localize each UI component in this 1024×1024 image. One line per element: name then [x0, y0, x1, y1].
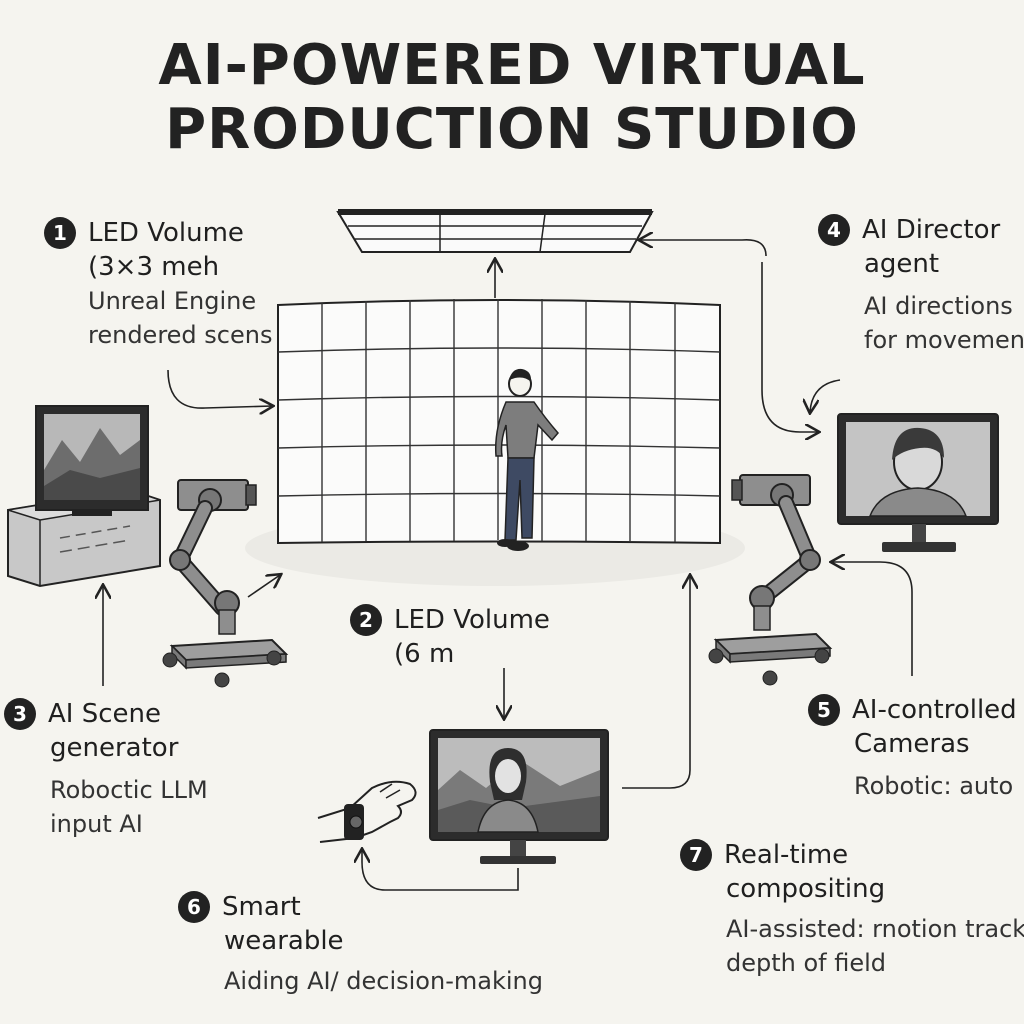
callout-5-desc-1: Robotic: auto: [854, 772, 1014, 800]
callout-7-desc-1: AI-assisted: rnotion track,: [726, 915, 1024, 943]
compositing-monitor-icon: [429, 729, 609, 864]
callout-7-heading-2: compositing: [726, 874, 886, 904]
step-badge-3: 3: [4, 698, 36, 730]
callout-3-desc-2: input AI: [50, 810, 143, 838]
callout-4-heading: AI Director: [862, 215, 1001, 245]
callout-4-heading-2: agent: [864, 249, 940, 279]
callout-ai-director-agent: 4 AI Director agent AI directions for mov…: [818, 213, 1024, 357]
actor-figure-icon: [494, 368, 559, 551]
callout-smart-wearable: 6 Smart wearable Aiding AI/ decision-maki…: [178, 890, 543, 998]
scene-monitor-icon: [7, 405, 161, 588]
robotic-camera-icon: [162, 479, 289, 688]
callout-1-desc-1: Unreal Engine: [88, 287, 257, 315]
callout-5-heading-2: Cameras: [854, 729, 970, 759]
diagram-title-line-1: AI-POWERED VIRTUAL: [158, 33, 866, 98]
callout-6-heading: Smart: [222, 892, 301, 922]
director-monitor-icon: [837, 413, 999, 552]
connector-arrows: [103, 240, 913, 891]
callout-3-heading-2: generator: [50, 733, 179, 763]
callout-3-desc-1: Roboctic LLM: [50, 776, 208, 804]
ceiling-light-panel-icon: [336, 209, 654, 253]
callout-ai-scene-generator: 3 AI Scene generator Roboctic LLM input A…: [4, 697, 208, 841]
step-badge-4: 4: [818, 214, 850, 246]
step-badge-1: 1: [44, 217, 76, 249]
smart-watch-hand-icon: [317, 780, 417, 843]
callout-1-desc-2: rendered scens: [88, 321, 273, 349]
diagram-title-line-2: PRODUCTION STUDIO: [165, 97, 859, 162]
callout-real-time-compositing: 7 Real-time compositing AI-assisted: rnot…: [680, 838, 1024, 980]
step-badge-2: 2: [350, 604, 382, 636]
callout-1-heading-2: (3×3 meh: [88, 252, 220, 282]
step-badge-7: 7: [680, 839, 712, 871]
callout-1-heading: LED Volume: [88, 218, 244, 248]
callout-2-heading: LED Volume: [394, 605, 550, 635]
callout-led-volume-2: 2 LED Volume (6 m: [350, 603, 550, 671]
callout-4-desc-2: for movement: [864, 326, 1024, 354]
step-badge-6: 6: [178, 891, 210, 923]
callout-6-heading-2: wearable: [224, 926, 344, 956]
callout-ai-controlled-cameras: 5 AI-controlled Cameras Robotic: auto: [808, 693, 1017, 803]
callout-7-heading: Real-time: [724, 840, 849, 870]
step-badge-5: 5: [808, 694, 840, 726]
callout-4-desc-1: AI directions: [864, 292, 1013, 320]
callout-5-heading: AI-controlled: [852, 695, 1017, 725]
callout-led-volume-1: 1 LED Volume (3×3 meh Unreal Engine rende…: [44, 216, 272, 352]
callout-2-heading-2: (6 m: [394, 639, 455, 669]
robotic-camera-icon: [708, 474, 833, 686]
callout-3-heading: AI Scene: [48, 699, 161, 729]
callout-6-desc-1: Aiding AI/ decision-making: [224, 967, 543, 995]
callout-7-desc-2: depth of field: [726, 949, 887, 977]
